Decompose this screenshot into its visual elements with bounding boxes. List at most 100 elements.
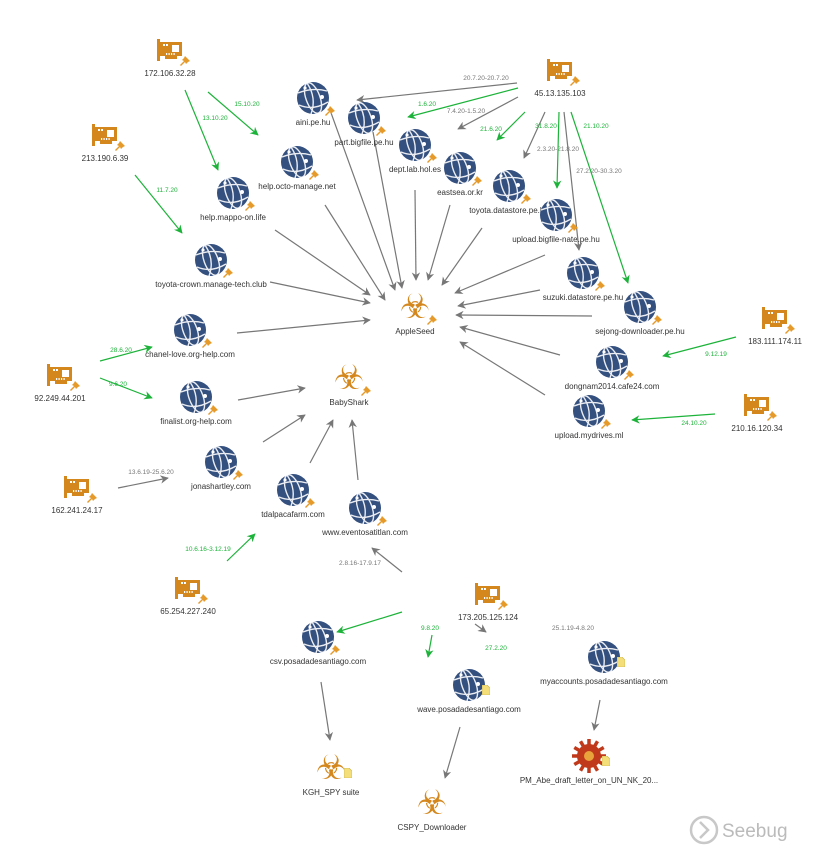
node-dept-lab-hol-es[interactable]: dept.lab.hol.es — [389, 128, 441, 174]
edge-ip3-d_part[interactable]: 1.6.20 — [407, 87, 519, 120]
edge-arrow — [236, 316, 371, 334]
edge-d_dongnam-m_apple[interactable] — [459, 324, 561, 356]
edge-d_finalist-m_baby[interactable] — [237, 385, 306, 401]
edge-ip8-d_tdal[interactable]: 10.6.16-3.12.19 — [185, 533, 256, 562]
node-162-241-24-17[interactable]: 162.241.24.17 — [51, 476, 103, 515]
node-part-bigfile-pe-hu[interactable]: part.bigfile.pe.hu — [334, 101, 394, 147]
edge-d_mydrives-m_apple[interactable] — [459, 341, 546, 396]
edge-d_myacc-m_pm[interactable] — [591, 699, 601, 731]
node-sejong-downloader-pe-hu[interactable]: sejong-downloader.pe.hu — [595, 290, 685, 336]
edge-d_wave-m_cspy[interactable] — [443, 726, 461, 779]
edge-ip1-d_mappo[interactable]: 13.10.20 — [184, 89, 228, 171]
edge-ip3-d_upbig[interactable]: 31.8.20 — [535, 111, 562, 189]
edge-d_sejong-m_apple[interactable] — [455, 310, 593, 320]
edge-ip1-d_octo[interactable]: 15.10.20 — [207, 91, 260, 136]
edge-label: 1.6.20 — [418, 101, 436, 108]
node-help-octo-manage-net[interactable]: help.octo-manage.net — [258, 145, 336, 191]
edge-arrow — [336, 611, 403, 634]
edge-ip3-d_suzuki[interactable]: 27.2.20-30.3.20 — [563, 111, 622, 251]
biohazard-icon: ☣ — [400, 288, 430, 326]
edge-ip6-d_mydrives[interactable]: 24.10.20 — [631, 413, 716, 427]
node-172-106-32-28[interactable]: 172.106.32.28 — [144, 39, 196, 78]
edge-ip4-d_dongnam[interactable]: 9.12.19 — [662, 336, 737, 359]
edge-label: 9.6.20 — [109, 381, 127, 388]
node-toyota-datastore-pe-hu[interactable]: toyota.datastore.pe.hu — [469, 169, 549, 215]
edge-ip9-d_myacc[interactable]: 25.1.19-4.8.20 — [474, 623, 594, 633]
node-pm-abe-draft-letter-on-un-nk-20[interactable]: PM_Abe_draft_letter_on_UN_NK_20... — [520, 739, 658, 785]
globe-icon — [443, 151, 477, 185]
edge-d_mappo-m_apple[interactable] — [274, 229, 371, 296]
node-jonashartley-com[interactable]: jonashartley.com — [190, 445, 251, 491]
node-92-249-44-201[interactable]: 92.249.44.201 — [34, 364, 86, 403]
node-210-16-120-34[interactable]: 210.16.120.34 — [731, 394, 783, 433]
edge-ip3-d_east[interactable]: 21.6.20 — [480, 111, 526, 141]
node-label: KGH_SPY suite — [303, 788, 360, 797]
edge-ip9-d_csv[interactable]: 9.8.20 — [336, 611, 439, 634]
edge-d_chanel-m_apple[interactable] — [236, 316, 371, 334]
node-suzuki-datastore-pe-hu[interactable]: suzuki.datastore.pe.hu — [543, 256, 624, 302]
node-appleseed[interactable]: ☣AppleSeed — [395, 288, 437, 336]
edge-label: 21.10.20 — [583, 123, 609, 130]
edge-d_aini-m_apple[interactable] — [329, 109, 397, 291]
node-upload-bigfile-nate-pe-hu[interactable]: upload.bigfile-nate.pe.hu — [512, 198, 600, 244]
edge-label: 27.2.20 — [485, 645, 507, 652]
node-173-205-125-124[interactable]: 173.205.125.124 — [458, 583, 519, 622]
node-213-190-6-39[interactable]: 213.190.6.39 — [82, 124, 129, 163]
edge-ip3-d_toyds[interactable]: 2.3.20-21.8.20 — [523, 111, 579, 159]
edge-arrow — [426, 204, 451, 281]
edge-ip7-d_jonas[interactable]: 13.6.19-25.6.20 — [117, 469, 174, 489]
edge-label: 2.8.16-17.9.17 — [339, 560, 381, 567]
edge-d_jonas-m_baby[interactable] — [262, 414, 306, 443]
edge-label: 24.10.20 — [681, 420, 707, 427]
node-45-13-135-103[interactable]: 45.13.135.103 — [534, 59, 586, 98]
edge-label: 28.6.20 — [110, 347, 132, 354]
edge-d_part-m_apple[interactable] — [372, 131, 405, 289]
node-aini-pe-hu[interactable]: aini.pe.hu — [296, 81, 335, 127]
node-kgh-spy-suite[interactable]: ☣KGH_SPY suite — [303, 749, 360, 797]
network-card-icon — [744, 394, 769, 416]
edge-d_event-m_baby[interactable] — [348, 419, 359, 481]
edge-d_upbig-m_apple[interactable] — [454, 254, 546, 294]
edge-ip3-d_aini[interactable]: 20.7.20-20.7.20 — [356, 75, 518, 104]
edge-label: 11.7.20 — [156, 187, 178, 194]
edge-d_east-m_apple[interactable] — [426, 204, 451, 281]
edge-arrow — [570, 111, 630, 284]
edge-ip5-d_chanel[interactable]: 28.6.20 — [99, 344, 153, 362]
node-65-254-227-240[interactable]: 65.254.227.240 — [160, 577, 216, 616]
edge-d_suzuki-m_apple[interactable] — [457, 289, 541, 309]
node-tdalpacafarm-com[interactable]: tdalpacafarm.com — [261, 473, 325, 519]
node-chanel-love-org-help-com[interactable]: chanel-love.org-help.com — [145, 313, 235, 359]
node-finalist-org-help-com[interactable]: finalist.org-help.com — [160, 380, 232, 426]
edge-d_toyds-m_apple[interactable] — [441, 227, 483, 286]
node-myaccounts-posadadesantiago-com[interactable]: myaccounts.posadadesantiago.com — [540, 640, 668, 686]
node-183-111-174-11[interactable]: 183.111.174.11 — [748, 307, 802, 346]
edge-ip2-d_crown[interactable]: 11.7.20 — [134, 174, 183, 234]
edge-d_csv-m_kgh[interactable] — [320, 681, 333, 741]
node-wave-posadadesantiago-com[interactable]: wave.posadadesantiago.com — [416, 668, 521, 714]
node-label: dongnam2014.cafe24.com — [565, 382, 660, 391]
edge-arrow — [443, 726, 461, 779]
node-upload-mydrives-ml[interactable]: upload.mydrives.ml — [555, 394, 624, 440]
pin-icon — [427, 153, 437, 163]
edge-ip9-d_wave[interactable]: 27.2.20 — [425, 634, 507, 658]
node-dongnam2014-cafe24-com[interactable]: dongnam2014.cafe24.com — [565, 345, 660, 391]
edge-d_octo-m_apple[interactable] — [324, 204, 386, 301]
edge-d_dept-m_apple[interactable] — [411, 189, 421, 281]
node-cspy-downloader[interactable]: ☣CSPY_Downloader — [398, 784, 467, 832]
node-eastsea-or-kr[interactable]: eastsea.or.kr — [437, 151, 483, 197]
edge-label: 20.7.20-20.7.20 — [463, 75, 509, 82]
node-help-mappo-on-life[interactable]: help.mappo-on.life — [200, 176, 266, 222]
node-toyota-crown-manage-tech-club[interactable]: toyota-crown.manage-tech.club — [155, 243, 267, 289]
node-babyshark[interactable]: ☣BabyShark — [329, 359, 371, 407]
edge-d_tdal-m_baby[interactable] — [309, 419, 334, 464]
edge-ip9-d_event[interactable]: 2.8.16-17.9.17 — [339, 547, 403, 573]
edge-ip3-d_dept[interactable]: 7.4.20-1.5.20 — [447, 96, 519, 130]
edge-ip3-d_sejong[interactable]: 21.10.20 — [570, 111, 630, 284]
pin-icon — [233, 470, 243, 480]
node-csv-posadadesantiago-com[interactable]: csv.posadadesantiago.com — [270, 620, 367, 666]
edge-ip5-d_finalist[interactable]: 9.6.20 — [99, 377, 153, 400]
edge-d_crown-m_apple[interactable] — [269, 281, 371, 306]
node-www-eventosatitlan-com[interactable]: www.eventosatitlan.com — [321, 491, 408, 537]
